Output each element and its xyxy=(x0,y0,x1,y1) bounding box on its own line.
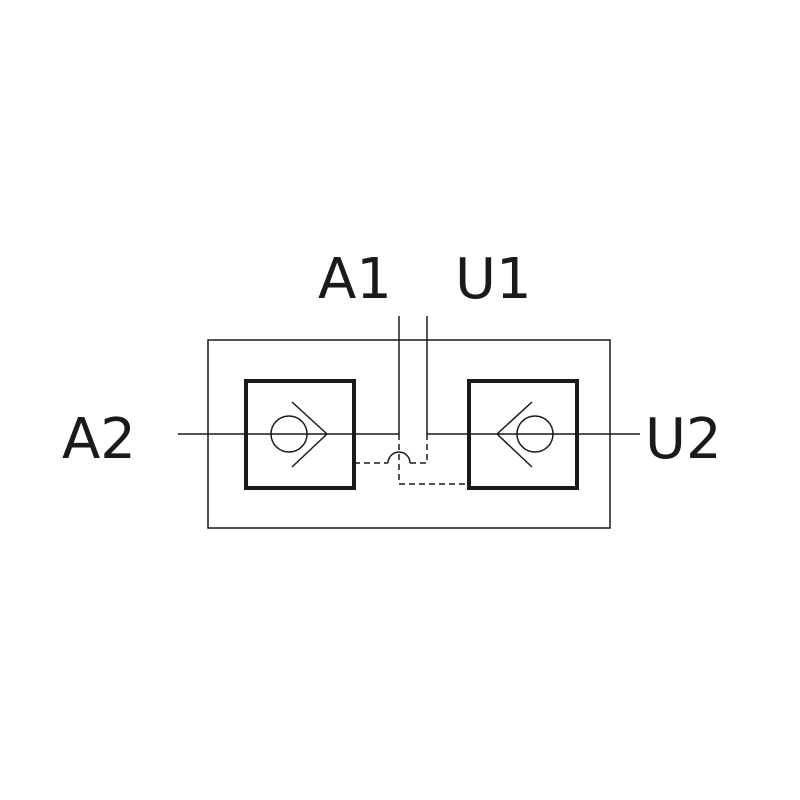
port-label-a2: A2 xyxy=(62,407,136,472)
right-check-valve-icon xyxy=(496,401,554,468)
port-label-u1: U1 xyxy=(455,247,532,312)
pilot-line-left xyxy=(354,434,428,464)
port-label-a1: A1 xyxy=(318,247,392,312)
port-label-u2: U2 xyxy=(645,407,722,472)
pilot-line-right xyxy=(398,434,469,485)
left-check-valve-icon xyxy=(270,401,328,468)
